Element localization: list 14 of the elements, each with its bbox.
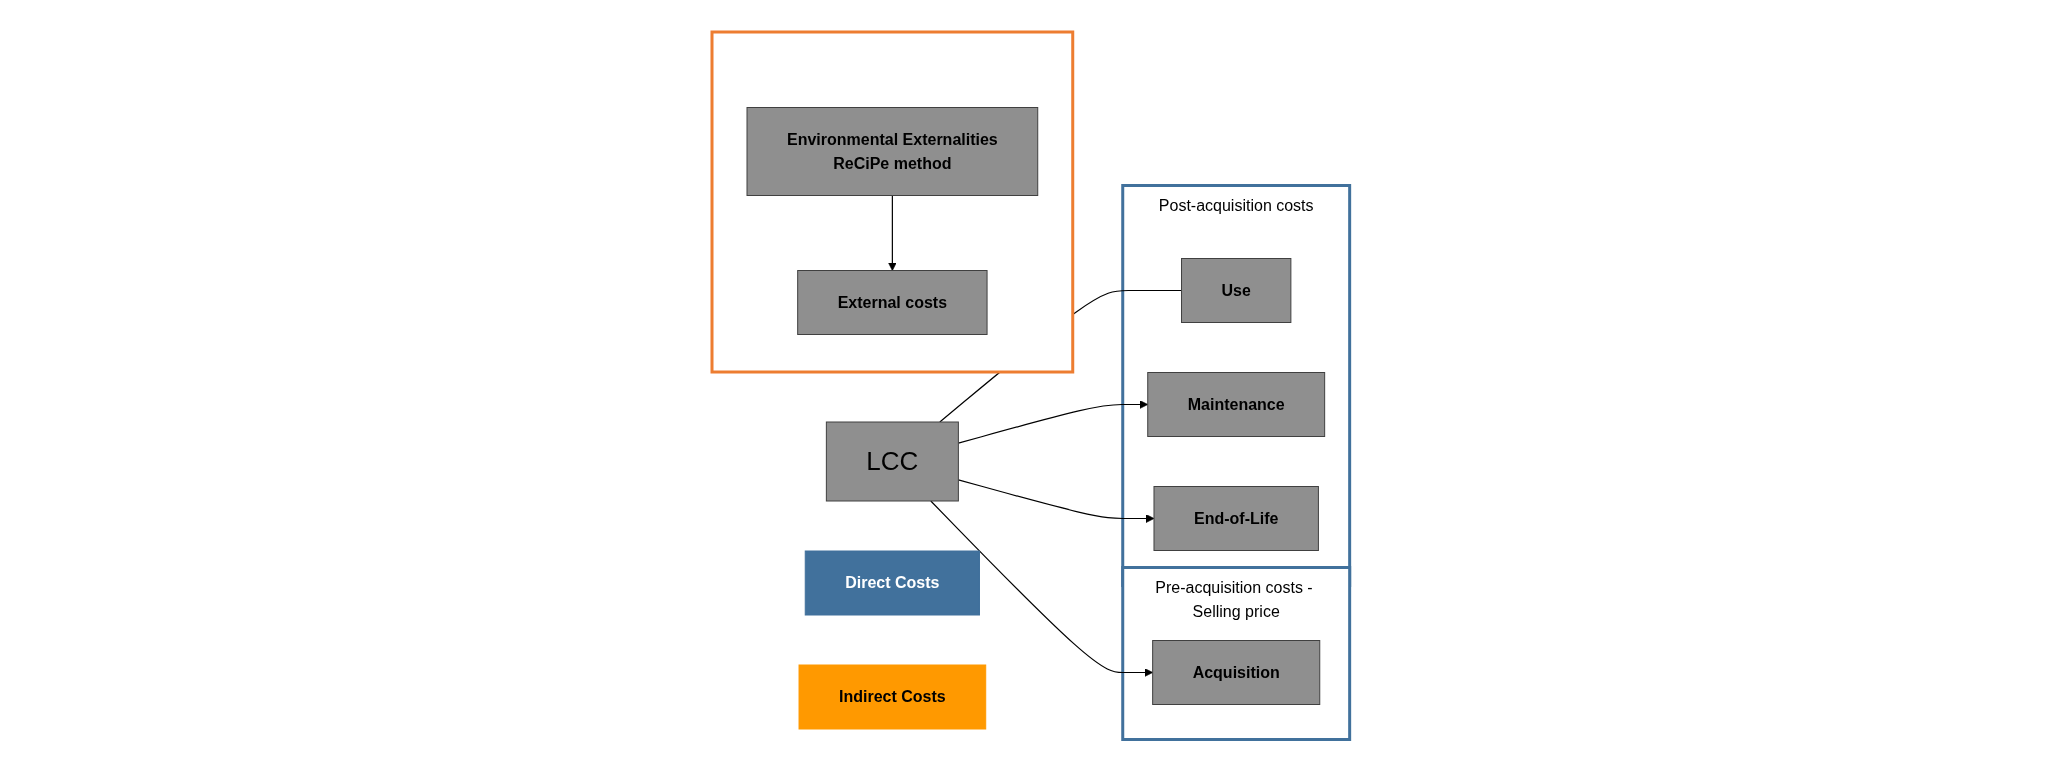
arrow — [930, 500, 1154, 677]
node-box: External costs — [797, 269, 988, 335]
node-box: Use — [1181, 257, 1292, 323]
arrow — [888, 194, 897, 271]
arrow — [957, 478, 1155, 523]
arrow — [957, 399, 1149, 444]
node-box: LCC — [826, 421, 960, 502]
node-box: Direct Costs — [804, 550, 981, 616]
cluster — [710, 30, 1075, 374]
node-box: Environmental Externalities ReCiPe method — [746, 106, 1039, 196]
node-box: Acquisition — [1152, 639, 1321, 705]
node-box: End-of-Life — [1153, 485, 1320, 551]
node-box: Maintenance — [1147, 371, 1326, 437]
node-box: Indirect Costs — [798, 664, 987, 730]
